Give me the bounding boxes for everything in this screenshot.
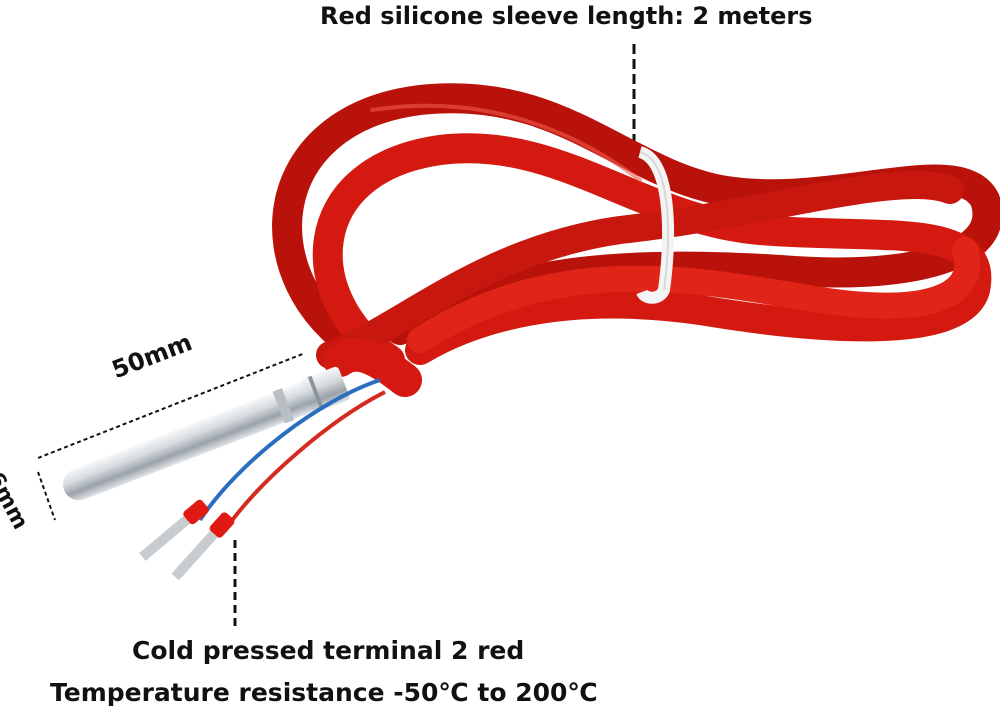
terminal-label: Cold pressed terminal 2 red — [132, 636, 525, 665]
silicone-cable — [272, 83, 1000, 397]
terminal-blue-wire — [139, 499, 209, 561]
diameter-dimension-line — [37, 471, 56, 521]
length-dimension-line — [37, 352, 306, 459]
lead-wires — [198, 378, 386, 532]
cable-tie — [636, 146, 675, 304]
stainless-probe — [62, 366, 350, 501]
temperature-range-label: Temperature resistance -50℃ to 200℃ — [50, 678, 598, 707]
terminal-red-wire — [171, 512, 235, 581]
sleeve-length-label: Red silicone sleeve length: 2 meters — [320, 2, 813, 30]
